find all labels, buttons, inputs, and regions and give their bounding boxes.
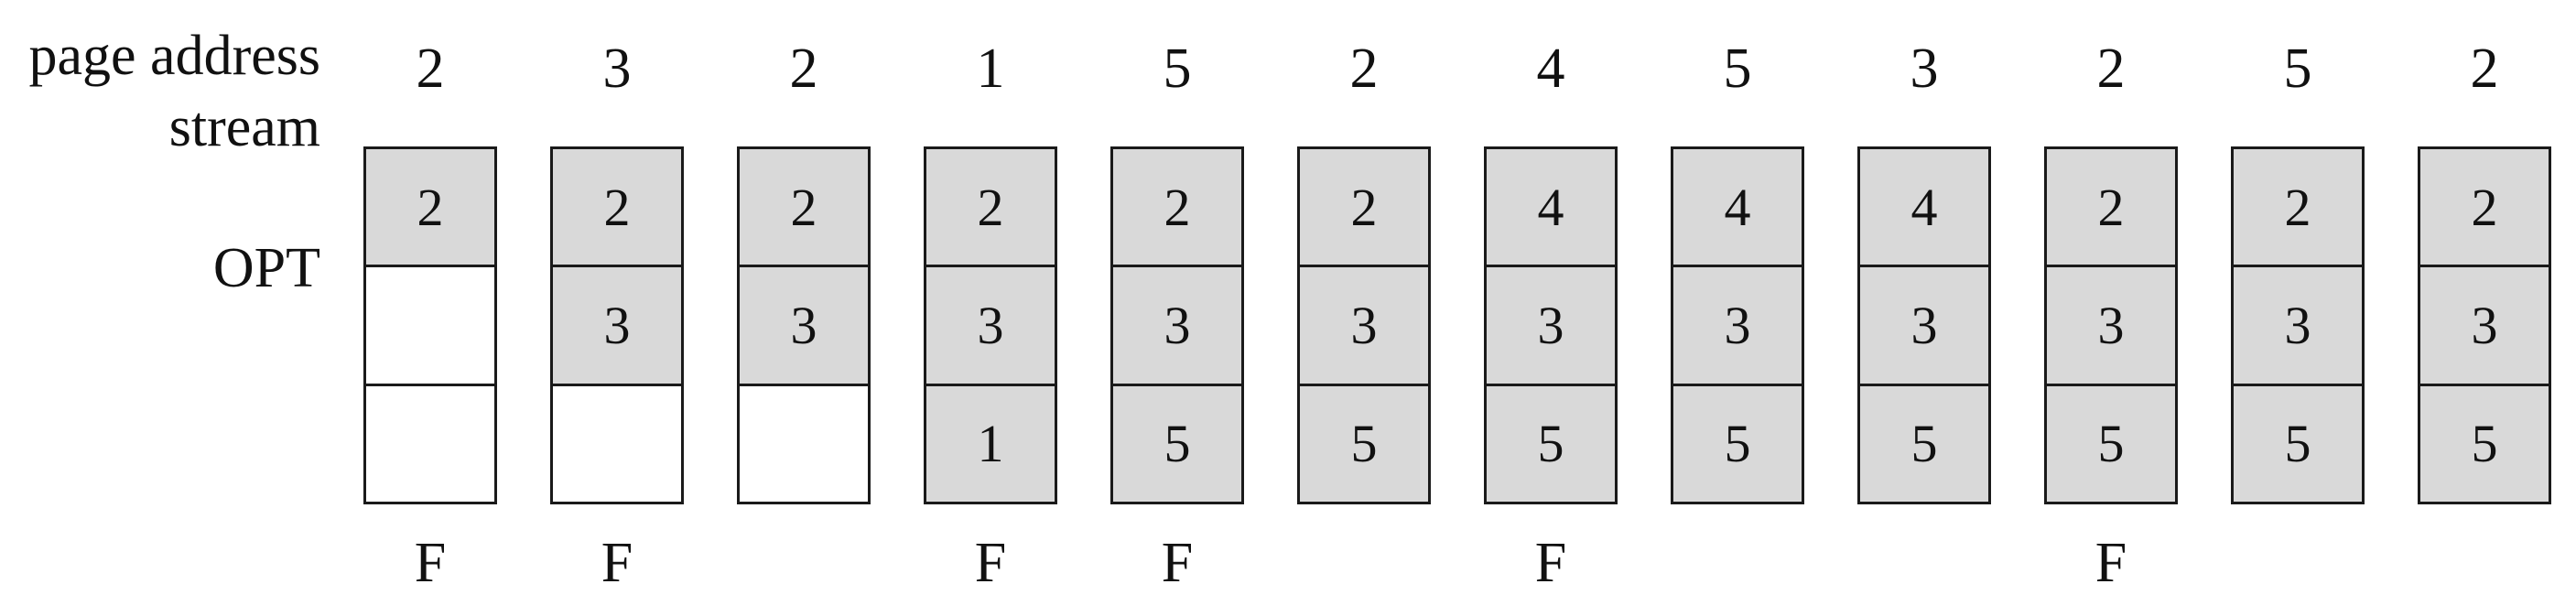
frame-cell: 1 bbox=[926, 383, 1055, 502]
page-fault-marker: F bbox=[414, 532, 447, 594]
frame-cell: 2 bbox=[1113, 149, 1241, 265]
frame-cell: 3 bbox=[2047, 265, 2175, 384]
frame-cell: 3 bbox=[1673, 265, 1802, 384]
frame-cell: 5 bbox=[1300, 383, 1428, 502]
frame-cell bbox=[366, 383, 494, 502]
frame-cell: 3 bbox=[1300, 265, 1428, 384]
page-address-value: 4 bbox=[1536, 38, 1565, 100]
page-address-value: 2 bbox=[2470, 38, 2499, 100]
frame-cell: 5 bbox=[2420, 383, 2549, 502]
page-address-value: 5 bbox=[1163, 38, 1192, 100]
frame-cell: 4 bbox=[1860, 149, 1988, 265]
frame-cell: 2 bbox=[2420, 149, 2549, 265]
frame-cell: 5 bbox=[1673, 383, 1802, 502]
frame-cell: 2 bbox=[1300, 149, 1428, 265]
frame-cell: 5 bbox=[1860, 383, 1988, 502]
page-address-value: 3 bbox=[602, 38, 632, 100]
frame-cell: 3 bbox=[1860, 265, 1988, 384]
frame-cell: 2 bbox=[740, 149, 868, 265]
frame-cell: 3 bbox=[2234, 265, 2362, 384]
page-fault-marker: F bbox=[1534, 532, 1567, 594]
frame-cell bbox=[366, 265, 494, 384]
frame-cell: 2 bbox=[926, 149, 1055, 265]
page-address-value: 5 bbox=[2283, 38, 2312, 100]
frame-cell: 5 bbox=[1113, 383, 1241, 502]
frame-cell: 3 bbox=[926, 265, 1055, 384]
page-fault-marker: F bbox=[601, 532, 633, 594]
page-address-value: 2 bbox=[2096, 38, 2126, 100]
page-address-value: 2 bbox=[1349, 38, 1379, 100]
frame-cell: 5 bbox=[2234, 383, 2362, 502]
frame-cell: 3 bbox=[2420, 265, 2549, 384]
page-address-value: 2 bbox=[416, 38, 445, 100]
frame-cell: 2 bbox=[553, 149, 681, 265]
frame-stack: 2 bbox=[363, 146, 497, 504]
frame-cell: 4 bbox=[1487, 149, 1615, 265]
frame-cell: 5 bbox=[1487, 383, 1615, 502]
frame-cell: 2 bbox=[2047, 149, 2175, 265]
frame-cell bbox=[553, 383, 681, 502]
frame-cell: 3 bbox=[1113, 265, 1241, 384]
frame-cell: 5 bbox=[2047, 383, 2175, 502]
page-address-value: 5 bbox=[1723, 38, 1752, 100]
page-fault-marker: F bbox=[2094, 532, 2127, 594]
frame-cell: 3 bbox=[1487, 265, 1615, 384]
page-fault-marker: F bbox=[974, 532, 1007, 594]
frame-cell: 2 bbox=[366, 149, 494, 265]
page-address-value: 1 bbox=[976, 38, 1005, 100]
page-address-value: 2 bbox=[789, 38, 818, 100]
opt-policy-label: OPT bbox=[212, 237, 320, 299]
frame-cell: 2 bbox=[2234, 149, 2362, 265]
page-fault-marker: F bbox=[1161, 532, 1194, 594]
frame-cell: 4 bbox=[1673, 149, 1802, 265]
frame-cell bbox=[740, 383, 868, 502]
page-address-value: 3 bbox=[1910, 38, 1939, 100]
frame-cell: 3 bbox=[740, 265, 868, 384]
page-address-stream-label: page address stream bbox=[28, 25, 320, 158]
frame-cell: 3 bbox=[553, 265, 681, 384]
